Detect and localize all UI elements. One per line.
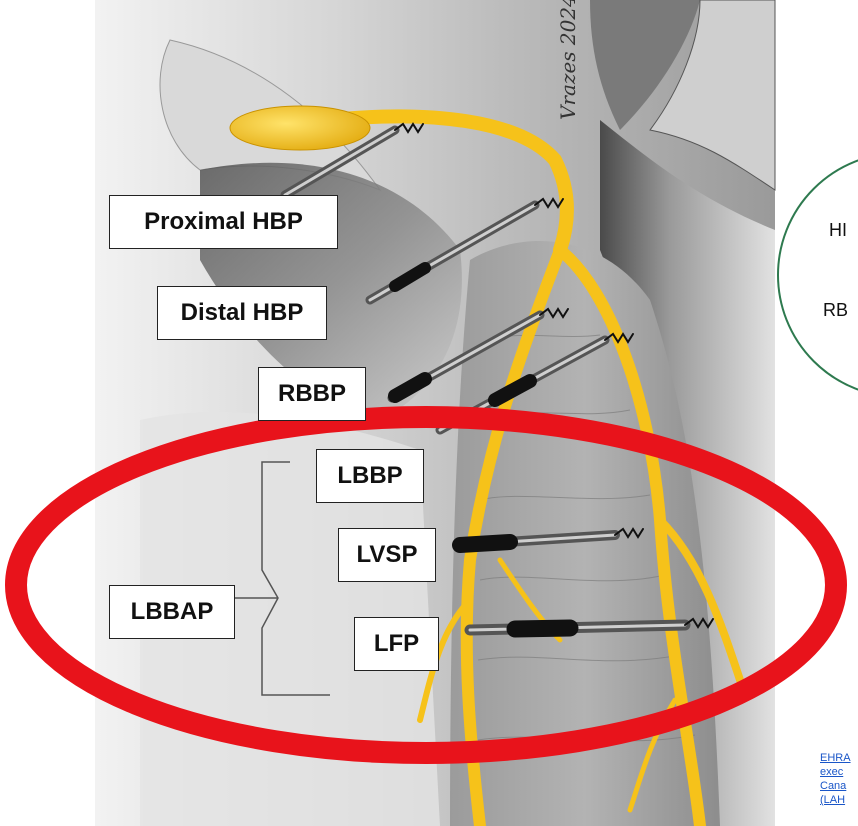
atrial-wall	[60, 0, 95, 826]
side-panel-circle	[778, 153, 858, 397]
label-lvsp: LVSP	[338, 528, 436, 582]
reference-link-4[interactable]: (LAH	[820, 794, 845, 806]
label-lbbap: LBBAP	[109, 585, 235, 639]
av-node	[230, 106, 370, 150]
label-lfp: LFP	[354, 617, 439, 671]
label-proximal-hbp: Proximal HBP	[109, 195, 338, 249]
side-panel-text-2: RB	[823, 300, 848, 321]
label-lbbp: LBBP	[316, 449, 424, 503]
reference-link-2[interactable]: exec	[820, 766, 843, 778]
reference-link-3[interactable]: Cana	[820, 780, 846, 792]
side-panel-text-1: HI	[829, 220, 847, 241]
label-rbbp: RBBP	[258, 367, 366, 421]
artist-signature: Vrazes 2024	[556, 0, 580, 120]
reference-link-1[interactable]: EHRA	[820, 752, 851, 764]
label-distal-hbp: Distal HBP	[157, 286, 327, 340]
